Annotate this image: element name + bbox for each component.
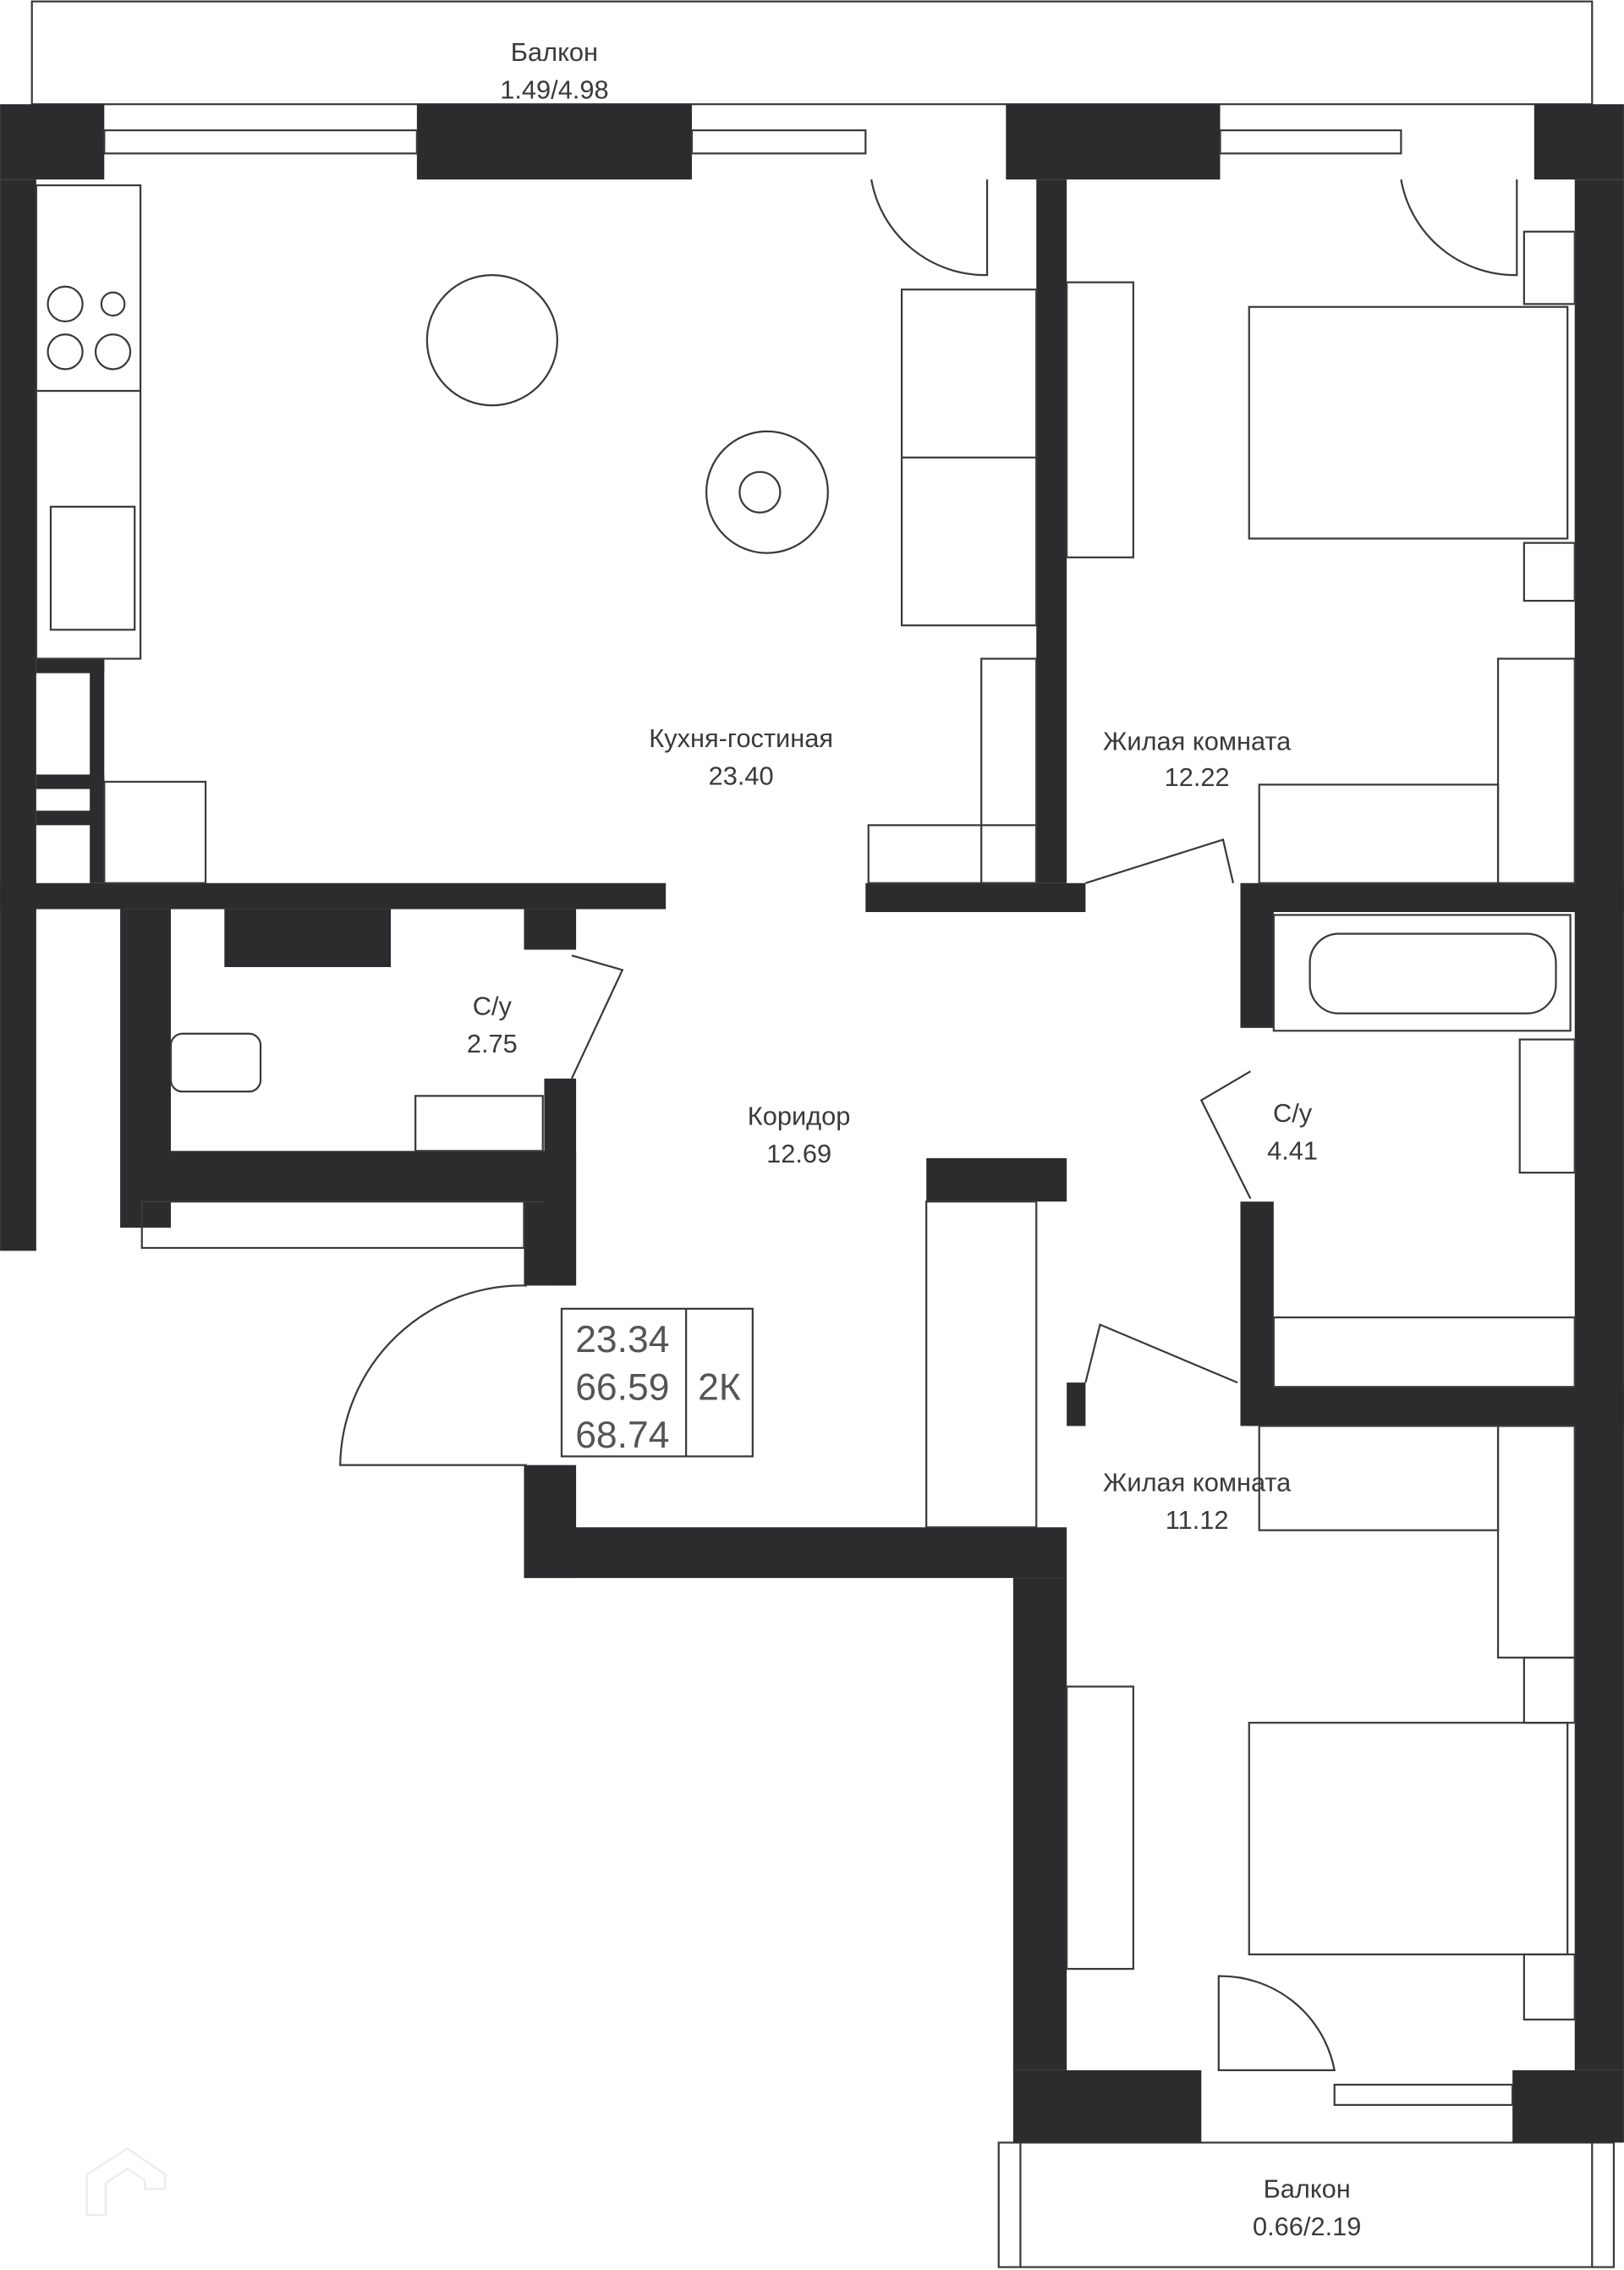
bedroom-1-name: Жилая комната	[1103, 726, 1292, 756]
living-area-value: 23.34	[575, 1319, 669, 1360]
watermark-logo	[85, 2146, 167, 2217]
room-labels: Балкон 1.49/4.98 Кухня-гостиная 23.40 Жи…	[467, 37, 1361, 2241]
doors	[339, 179, 1518, 2071]
kitchen-living-name: Кухня-гостиная	[649, 723, 833, 753]
bathroom-2-name: С/у	[1273, 1098, 1313, 1128]
bedroom-2-area: 11.12	[1166, 1505, 1229, 1535]
bathroom-2-area: 4.41	[1267, 1136, 1318, 1166]
windows	[103, 129, 1514, 2107]
furniture	[35, 184, 1576, 2021]
bedroom-1-area: 12.22	[1165, 762, 1230, 792]
balcony-top-outline	[30, 0, 1594, 106]
bedroom-2-name: Жилая комната	[1103, 1467, 1292, 1497]
balcony-top-name: Балкон	[511, 37, 598, 67]
balcony-bottom-area: 0.66/2.19	[1253, 2212, 1361, 2241]
bathroom-1-name: С/у	[473, 991, 513, 1020]
info-box: 23.34 66.59 68.74 2К	[560, 1307, 754, 1458]
walls	[0, 104, 1624, 2143]
total-area-value: 66.59	[575, 1367, 669, 1409]
kitchen-living-area: 23.40	[709, 761, 774, 790]
balcony-top-area: 1.49/4.98	[500, 74, 608, 104]
balcony-bottom-outline	[997, 2141, 1616, 2268]
apartment-type: 2К	[698, 1367, 741, 1409]
balcony-bottom-name: Балкон	[1264, 2174, 1351, 2203]
corridor-area: 12.69	[766, 1139, 831, 1168]
total-with-balcony-value: 68.74	[575, 1415, 669, 1456]
bathroom-1-area: 2.75	[467, 1029, 518, 1058]
corridor-name: Коридор	[748, 1102, 851, 1131]
